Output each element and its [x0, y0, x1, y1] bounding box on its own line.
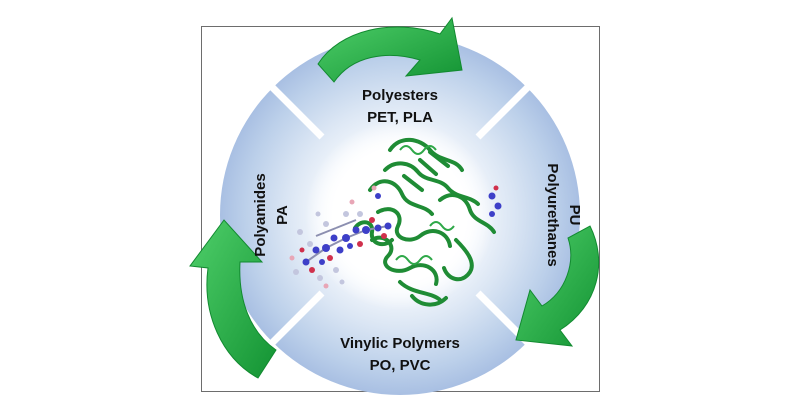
vinylic-polymers-label: Vinylic Polymers	[340, 335, 460, 352]
ligand-molecule-icon	[289, 185, 502, 289]
vinylic-polymers-types-label: PO, PVC	[370, 357, 431, 374]
polyesters-types-label: PET, PLA	[367, 109, 433, 126]
polyurethanes-label: Polyurethanes	[544, 163, 561, 266]
protein-structure-icon	[353, 137, 496, 307]
polyurethanes-types-label: PU	[566, 205, 583, 226]
protein-helix-highlights	[395, 145, 455, 265]
segment-label-bottom: Vinylic Polymers PO, PVC	[340, 335, 460, 374]
polyamides-types-label: PA	[274, 205, 291, 225]
segment-label-left: Polyamides PA	[252, 173, 291, 256]
segment-label-top: Polyesters PET, PLA	[362, 87, 438, 126]
polyamides-label: Polyamides	[252, 173, 269, 256]
segment-dividers	[267, 82, 533, 348]
polyesters-label: Polyesters	[362, 87, 438, 104]
recycle-arrow-icon	[189, 16, 600, 379]
segment-label-right: Polyurethanes PU	[544, 163, 583, 266]
